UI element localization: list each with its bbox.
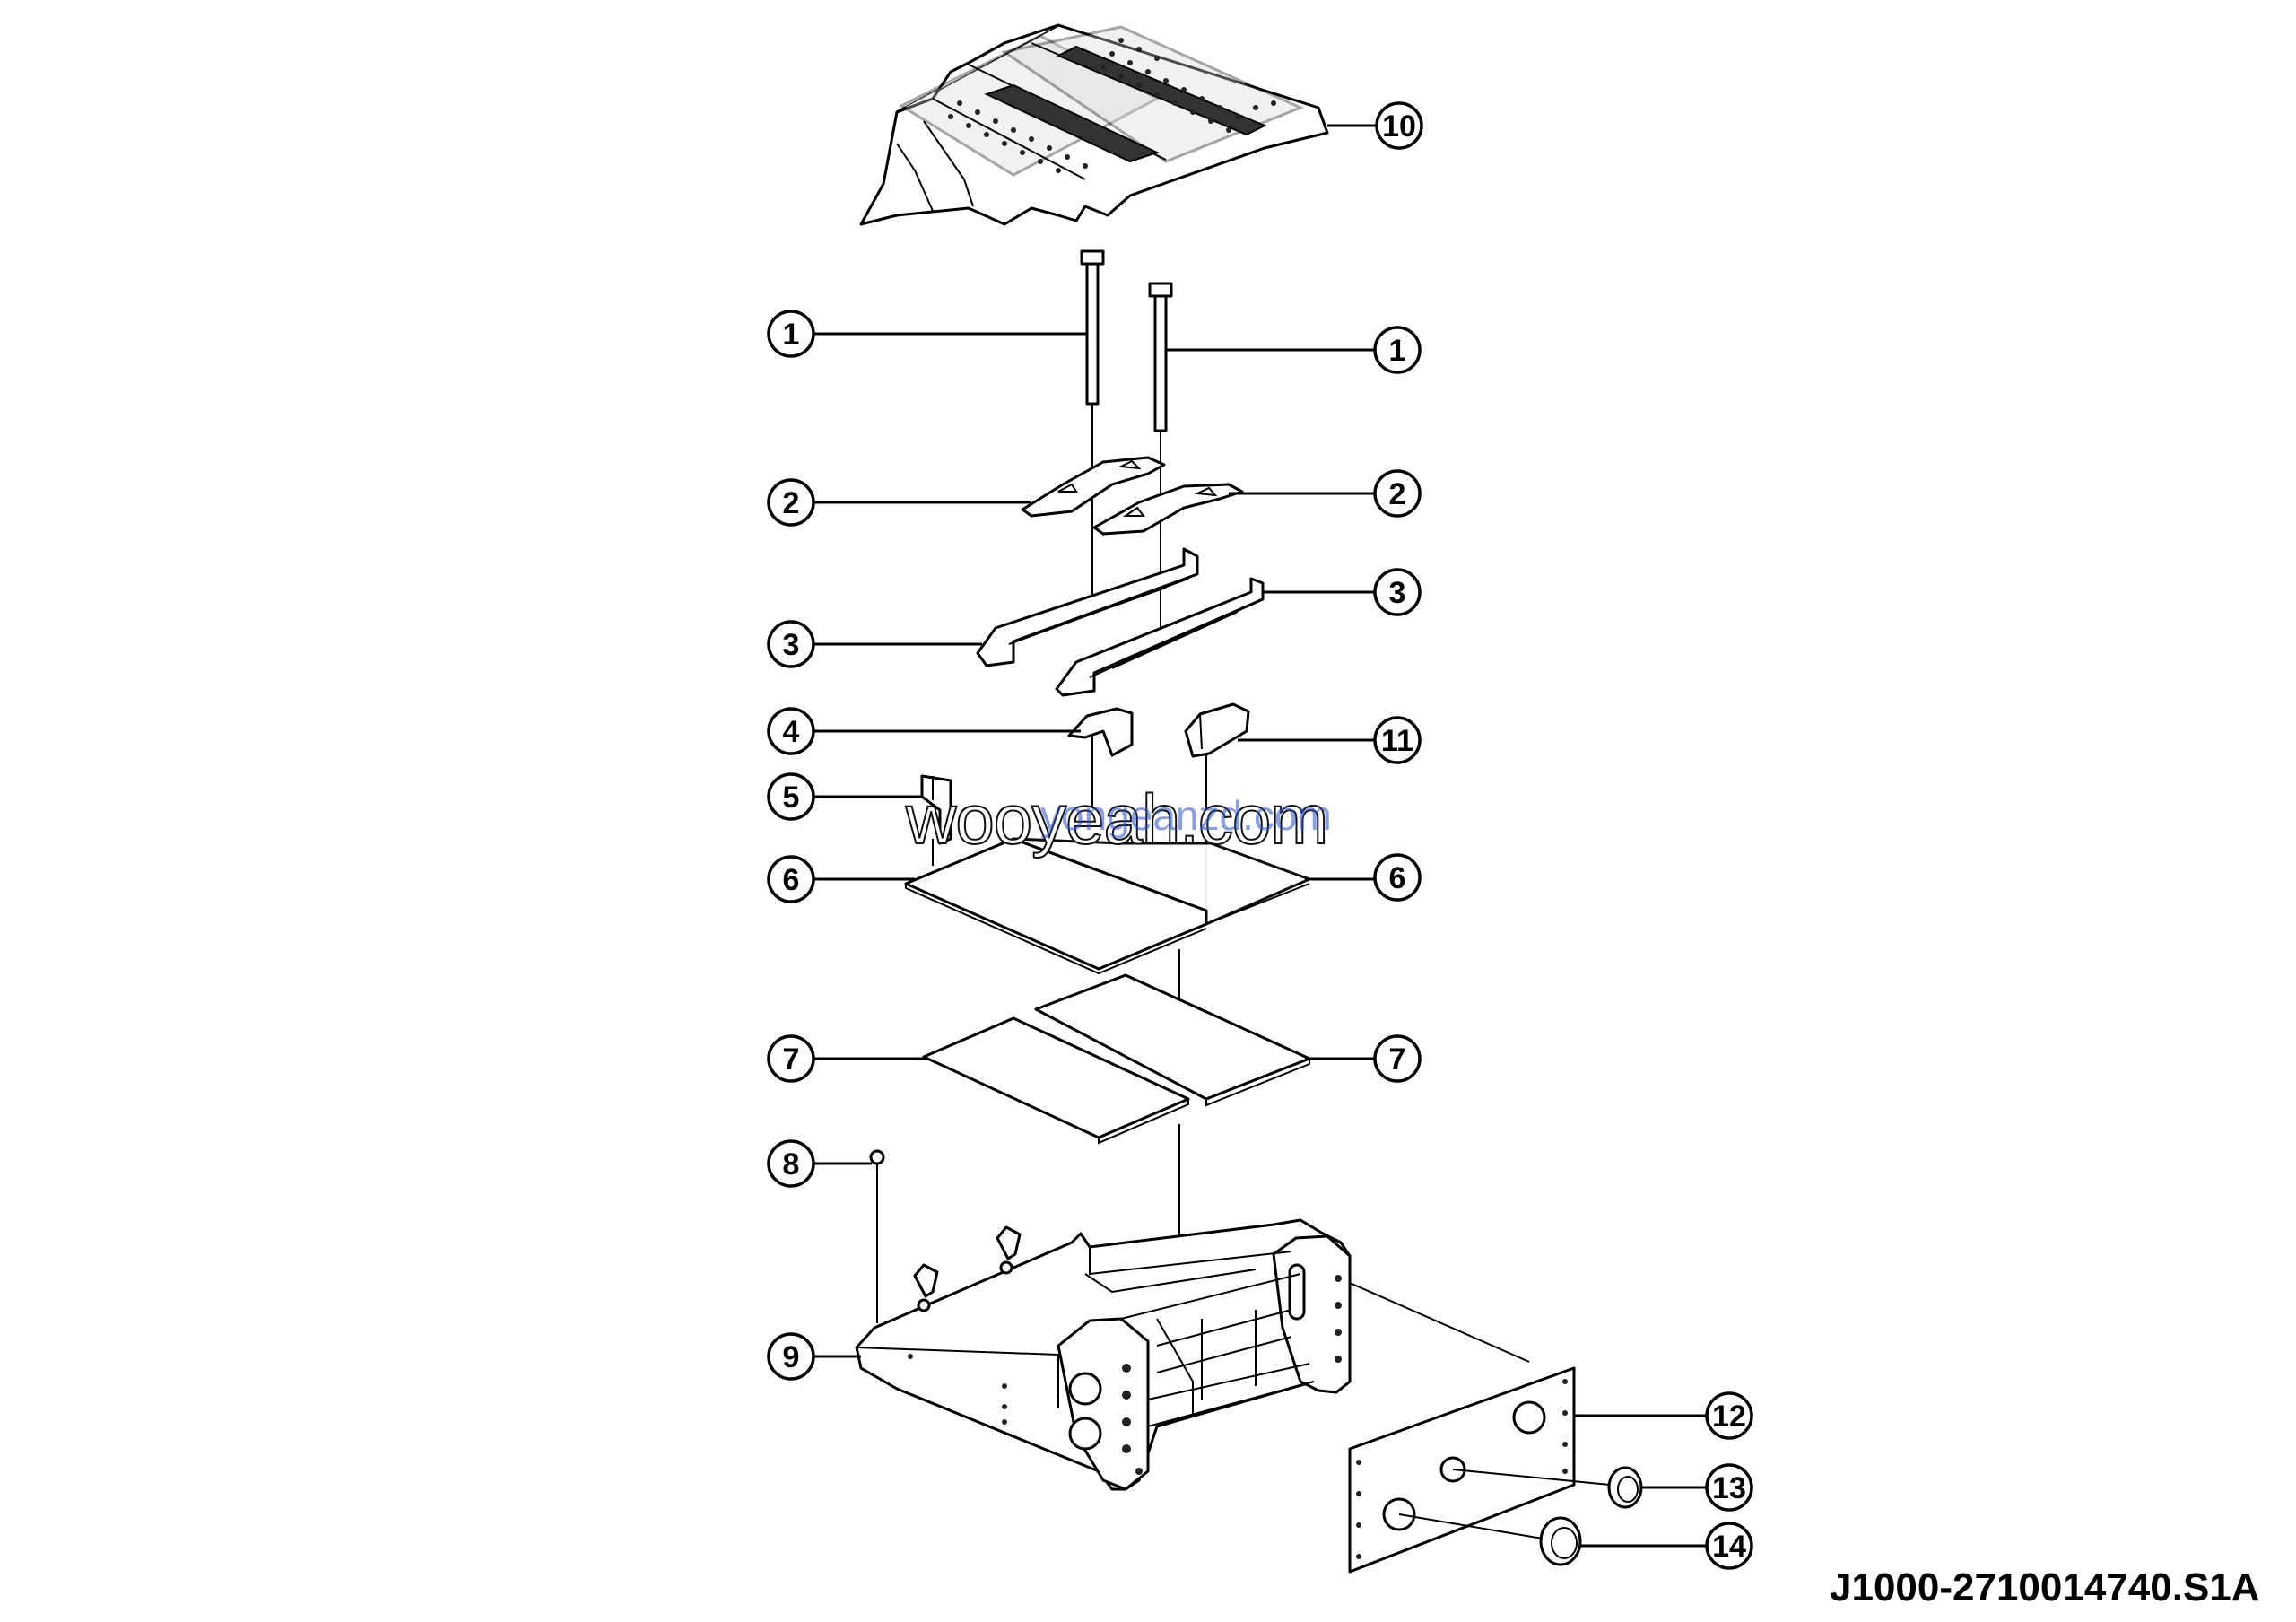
callout-1-left: 1 (767, 310, 815, 358)
callout-5: 5 (767, 772, 815, 821)
svg-text:6: 6 (783, 863, 800, 897)
svg-text:7: 7 (783, 1042, 800, 1077)
callout-10: 10 (1375, 101, 1423, 150)
rod-left (1080, 249, 1105, 597)
svg-text:12: 12 (1712, 1400, 1746, 1434)
leader-lines (812, 124, 1709, 1548)
side-plate (1348, 1282, 1576, 1574)
svg-text:14: 14 (1712, 1530, 1746, 1564)
tray-handle-right (996, 1225, 1022, 1275)
callout-3-right: 3 (1373, 568, 1422, 616)
callout-1-right: 1 (1373, 326, 1422, 374)
callout-14: 14 (1705, 1522, 1753, 1570)
mat-right (1012, 837, 1311, 926)
svg-text:13: 13 (1712, 1471, 1746, 1505)
svg-text:2: 2 (783, 486, 800, 520)
callout-13: 13 (1705, 1463, 1753, 1512)
svg-text:6: 6 (1389, 861, 1406, 895)
callout-11: 11 (1373, 716, 1422, 764)
grommet-large (1398, 1513, 1582, 1566)
svg-text:4: 4 (783, 715, 800, 749)
rail-left (976, 547, 1199, 667)
callout-2-right: 2 (1373, 469, 1422, 518)
drawing-code: J1000-2710014740.S1A (1830, 1565, 2260, 1609)
callout-2-left: 2 (767, 478, 815, 527)
callout-6-right: 6 (1373, 853, 1422, 902)
tray-handle-left (913, 1263, 939, 1312)
top-cover (859, 23, 1329, 226)
callout-9: 9 (767, 1332, 815, 1381)
clamp-right (1092, 483, 1244, 536)
svg-text:3: 3 (783, 628, 800, 662)
clamp-left (1021, 456, 1166, 518)
callout-7-left: 7 (767, 1034, 815, 1083)
callout-4: 4 (767, 707, 815, 755)
callout-7-right: 7 (1373, 1034, 1422, 1083)
callout-3-left: 3 (767, 620, 815, 668)
callout-6-left: 6 (767, 855, 815, 903)
watermark-text: wooyeah.com (905, 779, 1329, 859)
nut (869, 1149, 885, 1323)
svg-text:7: 7 (1389, 1042, 1406, 1077)
svg-text:1: 1 (783, 318, 800, 352)
svg-text:3: 3 (1389, 576, 1406, 610)
svg-text:5: 5 (783, 780, 800, 815)
pad-left (922, 1016, 1190, 1145)
svg-text:9: 9 (783, 1340, 800, 1374)
svg-text:1: 1 (1389, 334, 1406, 368)
svg-text:10: 10 (1382, 109, 1416, 144)
callout-12: 12 (1705, 1391, 1753, 1440)
watermark-secondary-text: yongeanzd.com (1040, 792, 1332, 839)
bracket (1067, 707, 1134, 812)
svg-text:2: 2 (1389, 477, 1406, 511)
battery-tray (855, 1218, 1352, 1491)
svg-text:8: 8 (783, 1147, 800, 1182)
callout-8: 8 (767, 1139, 815, 1188)
svg-text:11: 11 (1381, 724, 1413, 758)
